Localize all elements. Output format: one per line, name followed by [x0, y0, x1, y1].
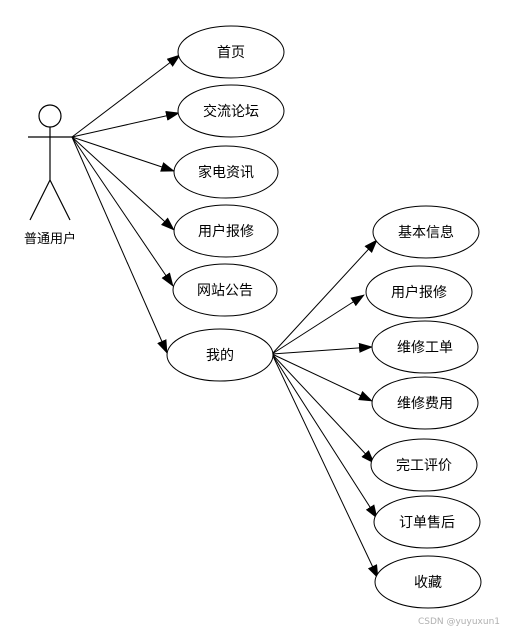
use-case-forum: 交流论坛 [177, 84, 285, 138]
sub-use-case-basic-info: 基本信息 [372, 205, 480, 259]
sub-use-case-repair-order-label: 维修工单 [397, 340, 453, 356]
use-case-site-notice-label: 网站公告 [197, 283, 253, 299]
assoc-sub-user-repair [271, 294, 365, 355]
use-case-user-repair-shape [173, 204, 279, 258]
actor-left-leg [29, 179, 51, 221]
sub-use-case-basic-info-label: 基本信息 [398, 224, 454, 241]
assoc-favorites [271, 353, 379, 579]
sub-use-case-favorites-label: 收藏 [414, 575, 442, 591]
watermark-text: CSDN @yuyuxun1 [418, 617, 500, 627]
use-case-mine-shape [166, 328, 274, 382]
sub-use-case-completion-review-shape [370, 438, 478, 492]
sub-use-case-completion-review-label: 完工评价 [396, 458, 452, 474]
mine-associations [271, 239, 379, 579]
assoc-completion-review [271, 353, 375, 464]
sub-use-case-basic-info-shape [372, 205, 480, 259]
sub-use-case-repair-fee-shape [371, 376, 479, 430]
sub-use-case-repair-fee: 维修费用 [371, 376, 479, 430]
assoc-home [71, 54, 181, 138]
assoc-appliance-info [71, 136, 175, 172]
assoc-basic-info [271, 239, 378, 355]
use-case-forum-label: 交流论坛 [203, 103, 259, 120]
use-case-site-notice: 网站公告 [172, 263, 278, 317]
sub-use-case-favorites: 收藏 [374, 555, 482, 609]
assoc-repair-fee [271, 353, 373, 402]
sub-use-case-favorites-shape [374, 555, 482, 609]
use-case-home-label: 首页 [217, 45, 245, 61]
actor-right-leg [49, 179, 71, 221]
use-case-user-repair: 用户报修 [173, 204, 279, 258]
sub-use-case-after-sales: 订单售后 [373, 495, 481, 549]
sub-use-case-repair-fee-label: 维修费用 [397, 396, 453, 412]
use-case-mine: 我的 [166, 328, 274, 382]
sub-use-case-user-repair-label: 用户报修 [391, 284, 447, 301]
assoc-after-sales [271, 353, 378, 519]
use-case-home: 首页 [177, 25, 285, 79]
actor-figure [28, 104, 72, 221]
assoc-user-repair [71, 136, 175, 231]
assoc-mine [71, 136, 168, 354]
use-case-appliance-info-label: 家电资讯 [198, 164, 254, 181]
use-case-mine-label: 我的 [206, 348, 234, 364]
assoc-repair-order [271, 342, 373, 355]
sub-use-case-after-sales-shape [373, 495, 481, 549]
use-case-home-shape [177, 25, 285, 79]
use-case-appliance-info-shape [173, 145, 279, 199]
actor-label: 普通用户 [24, 231, 76, 247]
use-case-user-repair-label: 用户报修 [198, 223, 254, 240]
assoc-site-notice [71, 136, 174, 287]
use-case-appliance-info: 家电资讯 [173, 145, 279, 199]
use-case-site-notice-shape [172, 263, 278, 317]
use-case-forum-shape [177, 84, 285, 138]
assoc-forum [71, 110, 180, 138]
actor-head [38, 104, 62, 128]
actor-associations [71, 54, 181, 354]
sub-use-case-user-repair-shape [365, 265, 473, 319]
sub-use-case-repair-order: 维修工单 [371, 320, 479, 374]
sub-use-case-user-repair: 用户报修 [365, 265, 473, 319]
sub-use-case-after-sales-label: 订单售后 [399, 515, 455, 531]
sub-use-case-completion-review: 完工评价 [370, 438, 478, 492]
sub-use-case-repair-order-shape [371, 320, 479, 374]
